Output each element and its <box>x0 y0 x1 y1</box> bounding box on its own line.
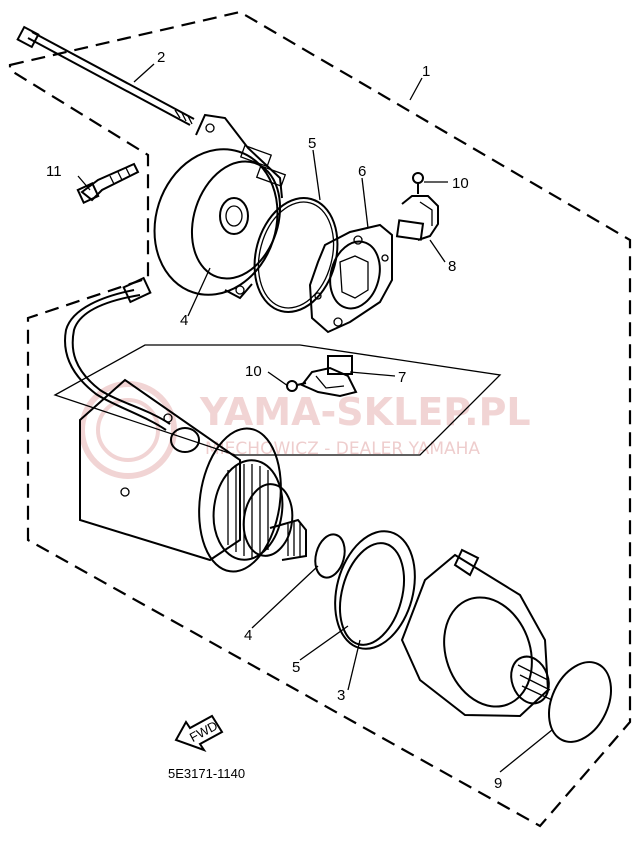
callout-2: 2 <box>157 49 165 66</box>
callout-1: 1 <box>422 63 430 80</box>
o-ring-upper <box>253 197 339 313</box>
callout-7: 7 <box>398 369 406 386</box>
callout-9: 9 <box>494 775 502 792</box>
brush-holder-upper <box>395 195 439 241</box>
front-cover <box>153 113 287 300</box>
yoke <box>79 378 282 573</box>
diagram-code: 5E3171-1140 <box>168 766 245 781</box>
o-ring-9 <box>548 661 612 743</box>
armature-shaft <box>269 518 307 561</box>
screw-upper <box>412 172 424 194</box>
watermark-subtext: MIECHOWICZ - DEALER YAMAHA <box>205 439 480 459</box>
callout-11: 11 <box>46 163 62 180</box>
callout-6: 6 <box>358 163 366 180</box>
o-ring-upper-inner <box>257 201 335 309</box>
seal-ring-5 <box>334 530 416 650</box>
brush-holder-lower <box>300 355 358 398</box>
watermark: YAMA-SKLEP.PL MIECHOWICZ - DEALER YAMAHA <box>79 381 531 479</box>
bolt <box>76 162 140 205</box>
through-bolt <box>16 25 195 126</box>
callout-4-lower: 4 <box>244 627 252 644</box>
gear-housing <box>400 548 553 718</box>
callout-8: 8 <box>448 258 456 275</box>
lead-wire <box>64 276 200 453</box>
callout-10-upper: 10 <box>452 175 469 192</box>
watermark-text: YAMA-SKLEP.PL <box>199 390 531 434</box>
commutator <box>212 459 294 561</box>
assembly-boundary <box>8 10 632 828</box>
callout-10-lower: 10 <box>245 363 262 380</box>
fwd-label: FWD <box>187 718 220 745</box>
leader-lines <box>77 63 553 773</box>
callout-3: 3 <box>337 687 345 704</box>
brush-plate <box>308 223 393 334</box>
callout-5-lower: 5 <box>292 659 300 676</box>
brush-plate-plane <box>53 344 502 456</box>
callout-5-upper: 5 <box>308 135 316 152</box>
o-ring-small <box>314 533 346 579</box>
callout-4-upper: 4 <box>180 312 188 329</box>
fwd-arrow-icon: FWD <box>174 714 224 752</box>
